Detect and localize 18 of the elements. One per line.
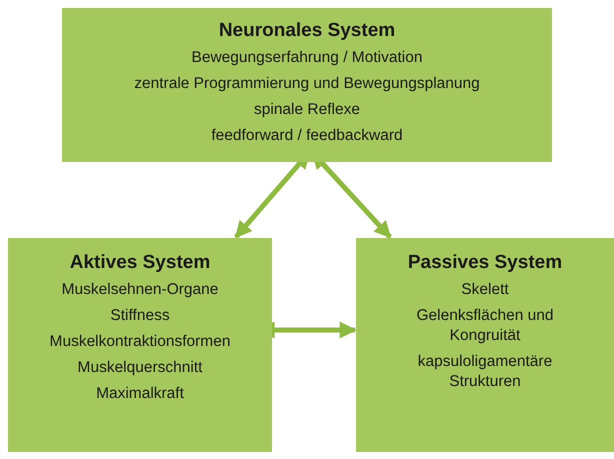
box-item: Skelett: [461, 280, 509, 300]
box-item: zentrale Programmierung und Bewegungsplanung: [134, 74, 480, 94]
box-item: Stiffness: [110, 306, 170, 326]
box-item: Muskelkontraktionsformen: [50, 332, 230, 352]
box-item: Muskelsehnen-Organe: [62, 280, 218, 300]
box-heading: Passives System: [408, 252, 562, 274]
box-item: feedforward / feedbackward: [211, 126, 403, 146]
system-box: [62, 8, 552, 162]
box-item: spinale Reflexe: [254, 100, 360, 120]
box-item: Bewegungserfahrung / Motivation: [192, 48, 422, 68]
system-box: [8, 238, 272, 452]
box-heading: Aktives System: [70, 252, 210, 274]
box-item: Muskelquerschnitt: [78, 358, 202, 378]
box-item: Gelenksflächen und Kongruität: [415, 306, 554, 346]
box-item: Maximalkraft: [96, 384, 184, 404]
box-heading: Neuronales System: [218, 20, 396, 42]
system-box: [356, 238, 614, 452]
box-item: kapsuloligamentäre Strukturen: [416, 352, 554, 392]
